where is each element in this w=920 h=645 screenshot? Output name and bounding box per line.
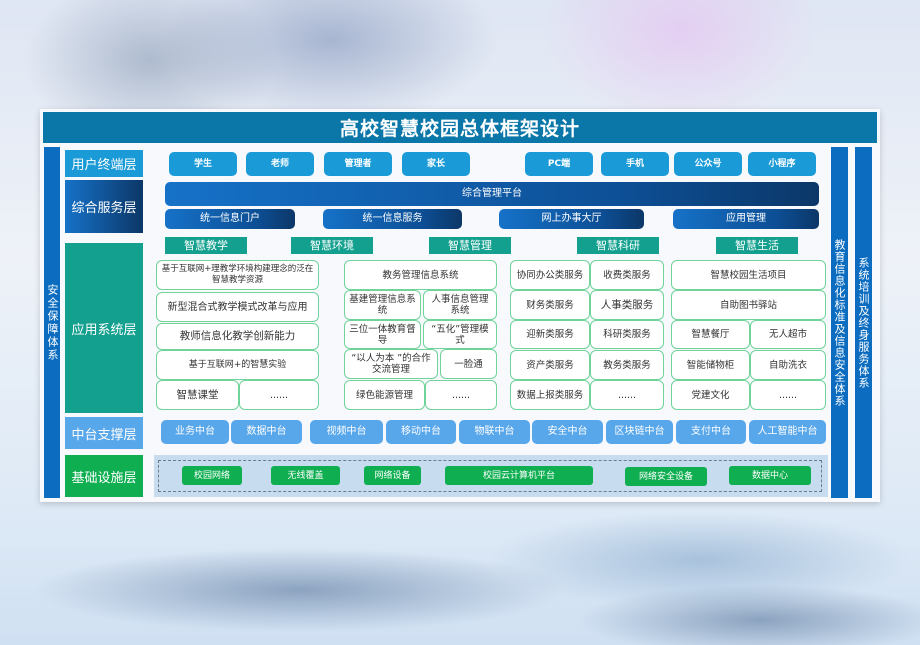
middle-platform-ai: 人工智能中台 [749, 420, 826, 444]
standards-system-bar: 教育信息化标准及信息安全体系 [831, 147, 848, 498]
app-cell: 党建文化 [671, 380, 750, 410]
middle-platform-video: 视频中台 [310, 420, 383, 444]
service-unified-info: 统一信息服务 [323, 209, 462, 229]
infra-cloud-platform: 校园云计算机平台 [445, 466, 593, 485]
framework-board: 高校智慧校园总体框架设计 安全保障体系 教育信息化标准及信息安全体系 系统培训及… [40, 109, 880, 502]
infrastructure-dashed-border [158, 460, 822, 492]
app-cell: 资产类服务 [510, 350, 590, 380]
middle-platform-blockchain: 区块链中台 [606, 420, 673, 444]
app-cell: 基建管理信息系统 [344, 290, 421, 320]
app-cell: 科研类服务 [590, 320, 664, 349]
app-cell: 智慧校园生活项目 [671, 260, 826, 290]
category-smart-research: 智慧科研 [577, 237, 659, 254]
app-cell: 绿色能源管理 [344, 380, 425, 410]
app-cell: 教务类服务 [590, 350, 664, 380]
layer-label-application: 应用系统层 [65, 243, 143, 413]
app-cell: 一脸通 [440, 349, 497, 379]
app-cell: ...... [239, 380, 319, 410]
app-cell: 财务类服务 [510, 290, 590, 320]
category-smart-teaching: 智慧教学 [165, 237, 247, 254]
category-smart-life: 智慧生活 [716, 237, 798, 254]
app-cell: 人事信息管理系统 [423, 290, 497, 320]
terminal-teacher: 老师 [246, 152, 314, 176]
training-system-bar: 系统培训及终身服务体系 [855, 147, 872, 498]
infra-network-devices: 网络设备 [364, 466, 421, 485]
middle-platform-business: 业务中台 [161, 420, 229, 444]
layer-label-infrastructure: 基础设施层 [65, 455, 143, 497]
service-app-management: 应用管理 [673, 209, 819, 229]
category-smart-management: 智慧管理 [429, 237, 511, 254]
layer-label-user-terminal: 用户终端层 [65, 150, 143, 177]
terminal-pc: PC端 [525, 152, 593, 176]
app-cell: 自助洗衣 [750, 350, 826, 380]
diagram-title: 高校智慧校园总体框架设计 [43, 112, 877, 143]
app-cell: 新型混合式教学模式改革与应用 [156, 292, 319, 322]
app-cell: 数据上报类服务 [510, 380, 590, 410]
app-cell: “以人为本 ”的合作交流管理 [344, 349, 438, 379]
app-cell: ...... [750, 380, 826, 410]
app-cell: 智能储物柜 [671, 350, 750, 380]
terminal-parent: 家长 [402, 152, 470, 176]
infra-data-center: 数据中心 [729, 466, 811, 485]
app-cell: 教师信息化教学创新能力 [156, 323, 319, 350]
app-cell: 协同办公类服务 [510, 260, 590, 290]
app-cell: “五化”管理模式 [423, 320, 497, 349]
app-cell: 基于互联网+的智慧实验 [156, 350, 319, 380]
infra-network-security-devices: 网络安全设备 [625, 467, 707, 486]
app-cell: 智慧餐厅 [671, 320, 750, 349]
middle-platform-mobile: 移动中台 [386, 420, 456, 444]
app-cell: 智慧课堂 [156, 380, 239, 410]
app-cell: 无人超市 [750, 320, 826, 349]
security-system-bar: 安全保障体系 [44, 147, 60, 498]
middle-platform-iot: 物联中台 [459, 420, 530, 444]
middle-platform-data: 数据中台 [231, 420, 302, 444]
service-online-hall: 网上办事大厅 [499, 209, 644, 229]
terminal-official-account: 公众号 [674, 152, 742, 176]
app-cell: 自助图书驿站 [671, 290, 826, 320]
middle-platform-payment: 支付中台 [676, 420, 746, 444]
terminal-mini-program: 小程序 [748, 152, 816, 176]
infra-campus-network: 校园网络 [182, 466, 242, 485]
app-cell: 收费类服务 [590, 260, 664, 290]
app-cell: 教务管理信息系统 [344, 260, 497, 290]
infra-wireless-coverage: 无线覆盖 [271, 466, 340, 485]
terminal-manager: 管理者 [324, 152, 392, 176]
category-smart-environment: 智慧环境 [291, 237, 373, 254]
app-cell: ...... [425, 380, 497, 410]
layer-label-integrated-service: 综合服务层 [65, 180, 143, 233]
app-cell: 人事类服务 [590, 290, 664, 320]
app-cell: ...... [590, 380, 664, 410]
terminal-student: 学生 [169, 152, 237, 176]
layer-label-middle-platform: 中台支撑层 [65, 417, 143, 449]
app-cell: 迎新类服务 [510, 320, 590, 349]
app-cell: 三位一体教育督导 [344, 320, 421, 349]
app-cell: 基于互联网+理教学环境构建理念的泛在 智慧教学资源 [156, 260, 319, 290]
middle-platform-security: 安全中台 [532, 420, 603, 444]
service-unified-portal: 统一信息门户 [165, 209, 295, 229]
integrated-management-platform: 综合管理平台 [165, 182, 819, 206]
terminal-mobile: 手机 [601, 152, 669, 176]
